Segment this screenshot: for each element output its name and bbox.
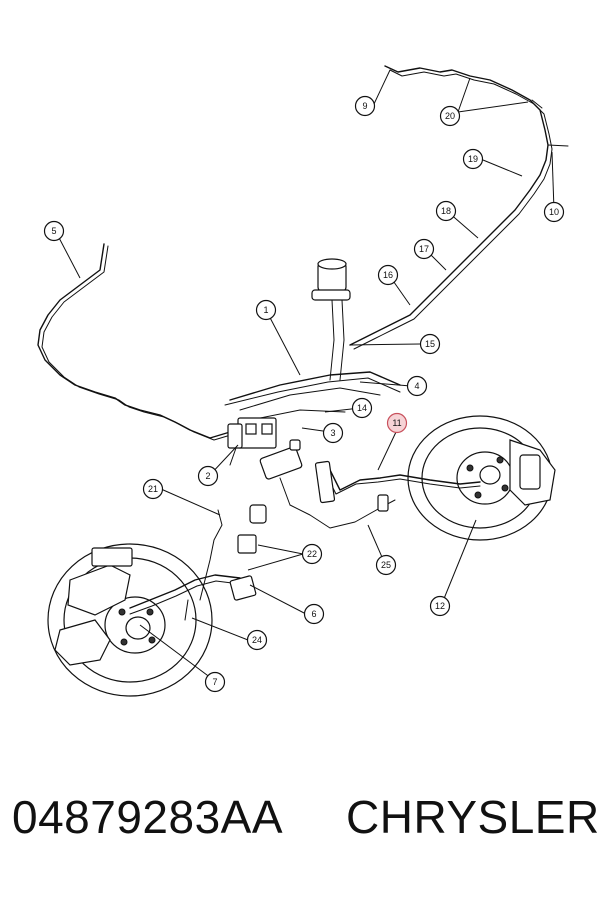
main-brake-tube <box>349 65 569 350</box>
part-number: 04879283AA <box>12 791 284 843</box>
callout-25: 25 <box>375 554 397 576</box>
svg-text:24: 24 <box>252 635 262 645</box>
callout-7: 7 <box>204 671 226 693</box>
callout-17: 17 <box>413 238 435 260</box>
svg-text:14: 14 <box>357 403 367 413</box>
sensor-connector <box>259 439 303 506</box>
svg-text:17: 17 <box>419 244 429 254</box>
callout-22: 22 <box>301 543 323 565</box>
callout-4: 4 <box>406 375 428 397</box>
svg-text:25: 25 <box>381 560 391 570</box>
callout-16: 16 <box>377 264 399 286</box>
callout-6: 6 <box>303 603 325 625</box>
leader-lines <box>55 69 555 682</box>
callout-24: 24 <box>246 629 268 651</box>
master-cylinder <box>311 258 351 381</box>
svg-text:5: 5 <box>51 226 56 236</box>
callout-2: 2 <box>197 465 219 487</box>
svg-text:21: 21 <box>148 484 158 494</box>
svg-text:16: 16 <box>383 270 393 280</box>
callout-1: 1 <box>255 299 277 321</box>
svg-text:2: 2 <box>205 471 210 481</box>
callout-18: 18 <box>435 200 457 222</box>
callout-11: 11 <box>386 412 408 434</box>
brake-line-diagram: 9 20 19 10 18 17 16 15 4 14 3 1 2 5 11 1… <box>37 65 569 697</box>
svg-text:3: 3 <box>330 428 335 438</box>
svg-text:4: 4 <box>414 381 419 391</box>
svg-text:9: 9 <box>362 101 367 111</box>
svg-text:1: 1 <box>263 305 268 315</box>
callout-21: 21 <box>142 478 164 500</box>
callout-14: 14 <box>351 397 373 419</box>
svg-text:15: 15 <box>425 339 435 349</box>
brand-name: CHRYSLER <box>346 791 600 843</box>
svg-text:12: 12 <box>435 601 445 611</box>
callout-19: 19 <box>462 148 484 170</box>
callout-12: 12 <box>429 595 451 617</box>
callout-15: 15 <box>419 333 441 355</box>
footer: 04879283AA CHRYSLER <box>0 790 600 870</box>
left-brake-tube <box>37 243 235 441</box>
svg-text:22: 22 <box>307 549 317 559</box>
callout-10: 10 <box>543 201 565 223</box>
svg-text:11: 11 <box>392 418 401 428</box>
svg-text:10: 10 <box>549 207 559 217</box>
svg-text:6: 6 <box>311 609 316 619</box>
callout-9: 9 <box>354 95 376 117</box>
right-rear-brake-assembly <box>289 415 556 541</box>
svg-text:20: 20 <box>445 111 455 121</box>
svg-text:19: 19 <box>468 154 478 164</box>
svg-text:18: 18 <box>441 206 451 216</box>
hydraulic-control-unit <box>224 371 401 466</box>
callout-20: 20 <box>439 105 461 127</box>
left-front-brake-assembly <box>47 504 267 697</box>
callout-3: 3 <box>322 422 344 444</box>
svg-text:7: 7 <box>212 677 217 687</box>
callout-5: 5 <box>43 220 65 242</box>
